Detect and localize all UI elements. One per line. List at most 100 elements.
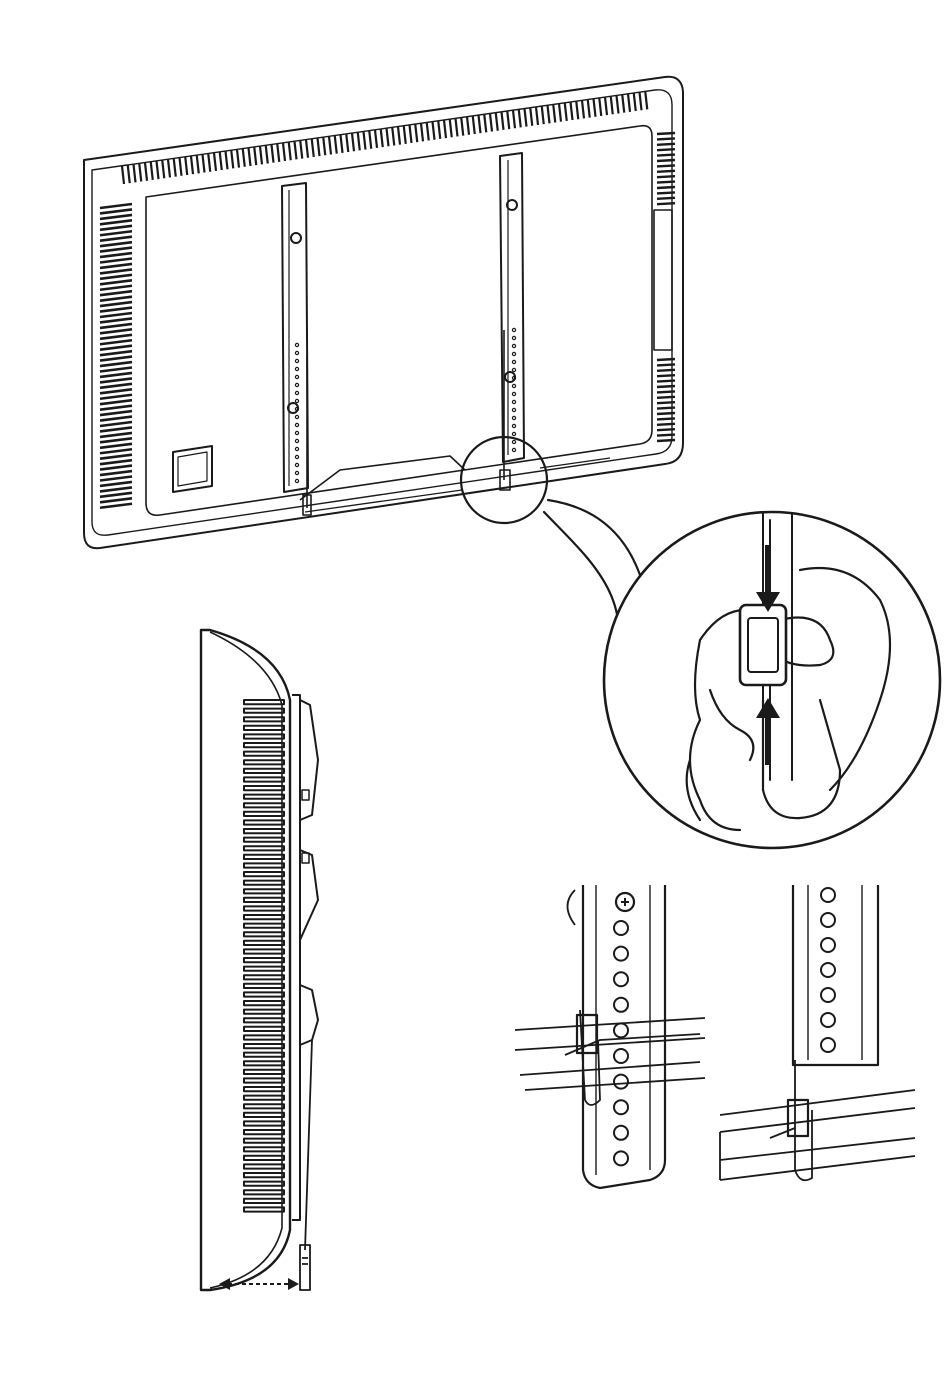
- grille-slot: [634, 93, 636, 111]
- grille-slot: [657, 386, 675, 387]
- cooling-fin: [244, 838, 284, 842]
- grille-slot: [203, 155, 205, 173]
- wall-bracket-profile: [300, 700, 318, 1045]
- cooling-fin: [244, 1104, 284, 1108]
- grille-slot: [100, 209, 132, 213]
- rail-hole: [821, 988, 835, 1002]
- cooling-fin: [244, 717, 284, 721]
- cooling-fin: [244, 992, 284, 996]
- grille-slot: [467, 117, 469, 135]
- bracket-hole: [512, 440, 515, 443]
- grille-slot: [657, 149, 675, 150]
- grille-slot: [100, 471, 132, 475]
- grille-slot: [100, 362, 132, 366]
- cooling-fin: [244, 1053, 284, 1057]
- grille-slot: [657, 440, 675, 441]
- grille-slot: [421, 123, 423, 141]
- cooling-fin: [244, 1139, 284, 1143]
- grille-slot: [100, 493, 132, 497]
- rail-hole: [614, 921, 628, 935]
- grille-slot: [369, 131, 371, 149]
- grille-slot: [100, 455, 132, 459]
- bracket-hole: [295, 351, 298, 354]
- grille-slot: [461, 118, 463, 136]
- rail-hole: [614, 1023, 628, 1037]
- cooling-fin: [244, 1207, 284, 1211]
- cooling-fin: [244, 1096, 284, 1100]
- tv-rear-view: [84, 77, 683, 548]
- grille-slot: [100, 324, 132, 328]
- grille-slot: [341, 135, 343, 153]
- strap-detail-after: [720, 885, 915, 1180]
- grille-slot: [617, 95, 619, 113]
- cooling-fin: [244, 829, 284, 833]
- bracket-hole: [512, 384, 515, 387]
- grille-slot: [611, 96, 613, 114]
- bracket-hole: [512, 336, 515, 339]
- grille-slot: [266, 146, 268, 164]
- bracket-hole: [295, 439, 298, 442]
- cooling-fin: [244, 949, 284, 953]
- rail-hole: [821, 1013, 835, 1027]
- bracket-rail-b: [793, 885, 878, 1065]
- cooling-fin: [244, 1035, 284, 1039]
- grille-slot: [191, 156, 193, 174]
- bracket-tab: [302, 790, 309, 800]
- cooling-fin: [244, 924, 284, 928]
- grille-slot: [306, 140, 308, 158]
- grille-slot: [100, 242, 132, 246]
- rail-hole: [614, 947, 628, 961]
- io-port-box-inner: [178, 452, 207, 486]
- grille-slot: [507, 111, 509, 129]
- grille-slot: [398, 127, 400, 145]
- bracket-hole: [295, 415, 298, 418]
- bracket-hole: [512, 368, 515, 371]
- bracket-hole: [512, 328, 515, 331]
- grille-slot: [100, 433, 132, 437]
- cooling-fin: [244, 975, 284, 979]
- grille-slot: [249, 148, 251, 166]
- grille-slot: [100, 368, 132, 372]
- grille-slot: [174, 159, 176, 177]
- grille-slot: [100, 357, 132, 361]
- cooling-fin: [244, 1078, 284, 1082]
- cooling-fin: [244, 709, 284, 713]
- bracket-hole: [295, 447, 298, 450]
- rail-hole: [614, 1126, 628, 1140]
- bracket-hole: [295, 399, 298, 402]
- bracket-hole: [295, 359, 298, 362]
- grille-slot: [496, 113, 498, 131]
- cooling-fin: [244, 932, 284, 936]
- grille-slot: [542, 106, 544, 124]
- grille-slot: [571, 102, 573, 120]
- cooling-fin: [244, 1156, 284, 1160]
- grille-slot: [283, 143, 285, 161]
- grille-slot: [139, 164, 141, 182]
- grille-slot: [100, 482, 132, 486]
- cooling-fin: [244, 1199, 284, 1203]
- grille-slot: [100, 291, 132, 295]
- grille-slot: [657, 402, 675, 403]
- grille-slot: [490, 114, 492, 132]
- cooling-fin: [244, 1018, 284, 1022]
- cooling-fin: [244, 1070, 284, 1074]
- grille-slot: [657, 370, 675, 371]
- grille-slot: [100, 280, 132, 284]
- rail-hole: [821, 888, 835, 902]
- grille-slot: [559, 104, 561, 122]
- bracket-hole: [512, 400, 515, 403]
- io-port-box: [173, 446, 212, 492]
- grille-slot: [100, 400, 132, 404]
- bracket-hole: [512, 416, 515, 419]
- grille-slot: [180, 158, 182, 176]
- grille-slot: [565, 103, 567, 121]
- grille-slot: [513, 110, 515, 128]
- grille-slot: [657, 424, 675, 425]
- grille-slot: [657, 418, 675, 419]
- rail-hole: [821, 913, 835, 927]
- grille-slot: [657, 198, 675, 199]
- grille-slot: [657, 435, 675, 436]
- grille-slot: [657, 155, 675, 156]
- bracket-hole: [295, 375, 298, 378]
- grille-slot: [548, 105, 550, 123]
